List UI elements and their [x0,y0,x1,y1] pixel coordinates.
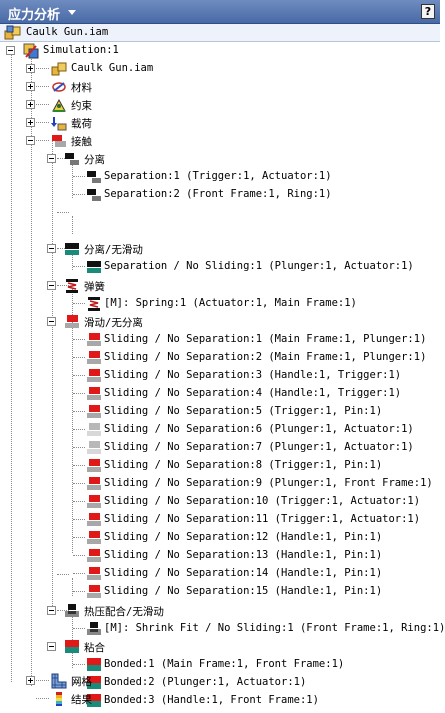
sliding-contact-icon [86,512,102,528]
tree-node-label: Sliding / No Separation:8 (Trigger:1, Pi… [104,459,383,471]
sliding-contact-icon [86,350,102,366]
assembly-icon [51,61,67,77]
sliding-contact-icon [86,566,102,582]
sliding-contact-icon [86,548,102,564]
panel-title[interactable]: 应力分析 [8,8,61,23]
tree-node-label: Sliding / No Separation:2 (Main Frame:1,… [104,351,427,363]
sliding-contact-icon [86,476,102,492]
results-icon [51,691,67,707]
assembly-icon [4,25,22,44]
sliding-contact-icon [86,494,102,510]
constraint-icon [51,97,67,113]
tree-node-label: Sliding / No Separation:12 (Handle:1, Pi… [104,531,383,543]
collapse-toggle[interactable] [47,244,56,253]
tree-node-label: Bonded:3 (Handle:1, Front Frame:1) [104,694,319,706]
collapse-toggle[interactable] [47,642,56,651]
sliding-contact-icon [64,314,80,330]
panel-menu-arrow-icon[interactable] [68,10,76,15]
help-button[interactable]: ? [421,4,435,19]
tree-node-label: [M]: Shrink Fit / No Sliding:1 (Front Fr… [104,622,445,634]
contact-icon [51,133,67,149]
sliding-contact-icon [86,530,102,546]
separation-contact-icon [86,169,102,185]
sliding-contact-icon [86,422,102,438]
tree-node-label: Separation:2 (Front Frame:1, Ring:1) [104,188,332,200]
tree-node-label: Sliding / No Separation:4 (Handle:1, Tri… [104,387,402,399]
browser-tree: Simulation:1 Caulk Gun.iam 材料 [0,42,445,713]
tree-node-label: Sliding / No Separation:5 (Trigger:1, Pi… [104,405,383,417]
load-icon [51,115,67,131]
tree-node-label: [M]: Spring:1 (Actuator:1, Main Frame:1) [104,297,357,309]
sliding-contact-icon [86,386,102,402]
tree-node-label: Sliding / No Separation:15 (Handle:1, Pi… [104,585,383,597]
separation-contact-icon [64,151,80,167]
spring-icon [86,296,102,312]
separation-no-sliding-icon [64,241,80,257]
separation-contact-icon [86,187,102,203]
spring-icon [64,278,80,294]
bonded-contact-icon [86,693,102,709]
tree-node-label: Sliding / No Separation:6 (Plunger:1, Ac… [104,423,414,435]
expand-toggle[interactable] [26,118,35,127]
panel-title-bar[interactable]: 应力分析 ? [0,0,440,24]
simulation-icon [23,43,39,59]
assembly-name: Caulk Gun.iam [26,26,109,38]
sliding-contact-icon [86,458,102,474]
tree-node-label: Bonded:1 (Main Frame:1, Front Frame:1) [104,658,345,670]
collapse-toggle[interactable] [47,154,56,163]
tree-node-label: Sliding / No Separation:10 (Trigger:1, A… [104,495,421,507]
sliding-contact-icon [86,440,102,456]
tree-node-label: Separation / No Sliding:1 (Plunger:1, Ac… [104,260,414,272]
expand-toggle[interactable] [26,64,35,73]
sliding-contact-icon [86,368,102,384]
shrink-fit-icon [64,603,80,619]
tree-node-label: Bonded:2 (Plunger:1, Actuator:1) [104,676,307,688]
sliding-contact-icon [86,584,102,600]
assembly-header[interactable]: Caulk Gun.iam [0,24,440,42]
collapse-toggle[interactable] [6,46,15,55]
collapse-toggle[interactable] [47,317,56,326]
collapse-toggle[interactable] [26,136,35,145]
expand-toggle[interactable] [26,676,35,685]
tree-node-label: Sliding / No Separation:11 (Trigger:1, A… [104,513,421,525]
tree-node-label: Sliding / No Separation:7 (Plunger:1, Ac… [104,441,414,453]
collapse-toggle[interactable] [47,606,56,615]
expand-toggle[interactable] [26,82,35,91]
tree-node-label: Sliding / No Separation:13 (Handle:1, Pi… [104,549,383,561]
sliding-contact-icon [86,404,102,420]
tree-node-label: Sliding / No Separation:14 (Handle:1, Pi… [104,567,383,579]
tree-node-label: Sliding / No Separation:9 (Plunger:1, Fr… [104,477,433,489]
tree-node-label: Separation:1 (Trigger:1, Actuator:1) [104,170,332,182]
material-icon [51,79,67,95]
bonded-contact-icon [86,657,102,673]
collapse-toggle[interactable] [47,281,56,290]
expand-toggle[interactable] [26,100,35,109]
bonded-contact-icon [86,675,102,691]
separation-no-sliding-icon [86,259,102,275]
mesh-icon [51,673,67,689]
sliding-contact-icon [86,332,102,348]
tree-node-label: Sliding / No Separation:3 (Handle:1, Tri… [104,369,402,381]
shrink-fit-icon [86,621,102,637]
tree-node-label: Sliding / No Separation:1 (Main Frame:1,… [104,333,427,345]
bonded-contact-icon [64,639,80,655]
